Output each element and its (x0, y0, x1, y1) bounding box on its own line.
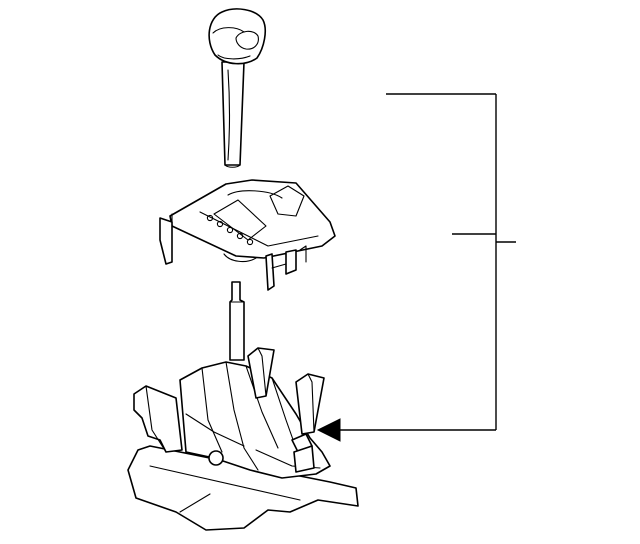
indicator-dot (206, 214, 214, 222)
indicator-dot (236, 232, 244, 240)
indicator-dot (226, 226, 234, 234)
shift-indicator-panel (159, 179, 336, 291)
indicator-dot (246, 238, 254, 246)
callout-leaders (316, 93, 516, 442)
pivot-bolt (208, 450, 224, 466)
shift-knob (208, 8, 266, 168)
indicator-dot (216, 220, 224, 228)
shifter-assembly (127, 281, 359, 531)
arrow-left-icon (316, 418, 341, 442)
